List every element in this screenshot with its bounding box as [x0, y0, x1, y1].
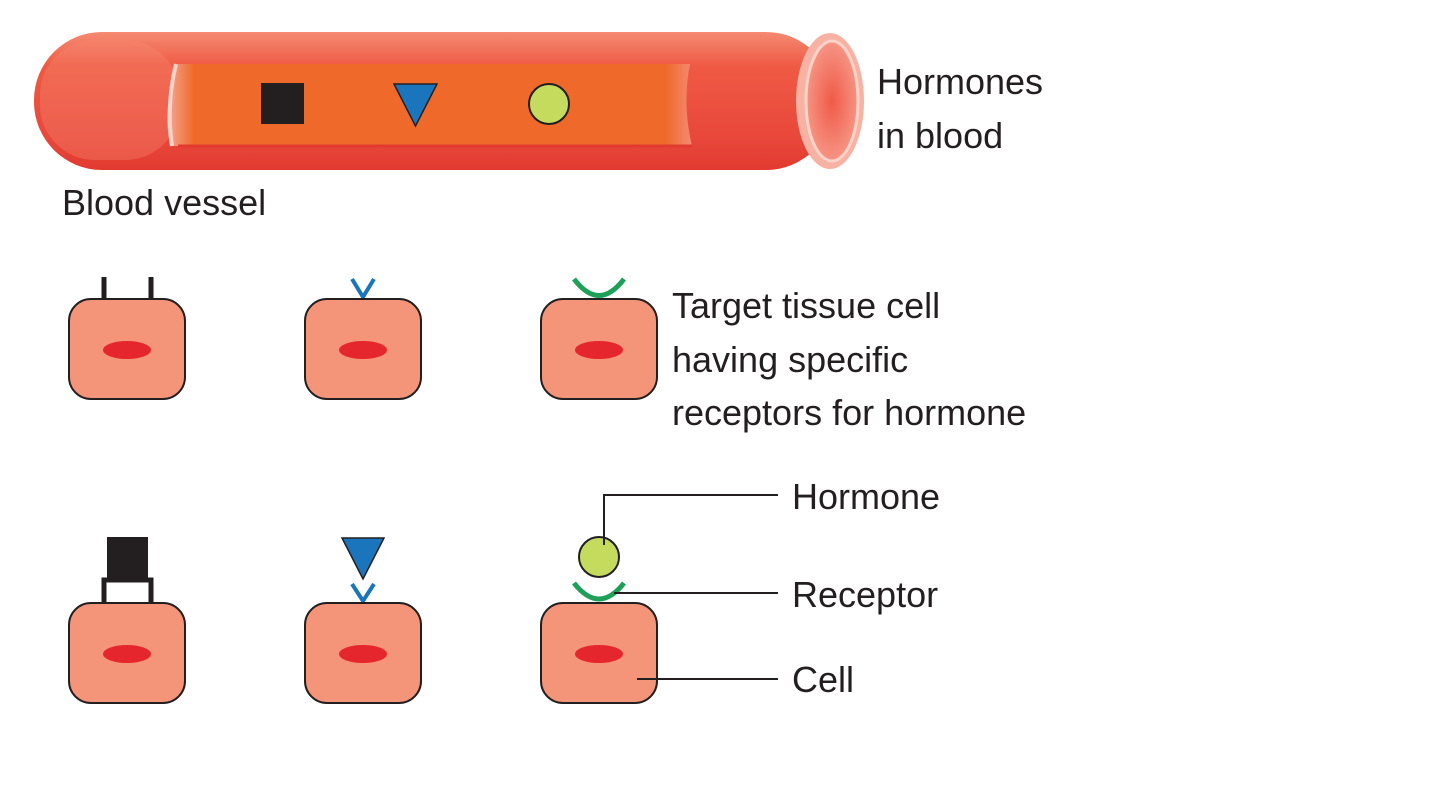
- nucleus: [103, 341, 151, 359]
- target-cell-circle-receptor: [540, 277, 658, 400]
- nucleus: [575, 341, 623, 359]
- blood-vessel-label: Blood vessel: [62, 182, 266, 223]
- nucleus: [339, 645, 387, 663]
- bound-circle-hormone: [578, 536, 620, 578]
- bound-triangle-hormone: [340, 537, 386, 581]
- triangle-receptor: [350, 277, 376, 301]
- cell-label: Cell: [792, 659, 854, 700]
- leader-lines: [603, 494, 778, 680]
- hormone-triangle: [392, 83, 439, 128]
- circle-receptor: [572, 277, 626, 298]
- target-cell-square-receptor: [68, 277, 186, 400]
- receptor-label: Receptor: [792, 574, 938, 615]
- cell-bound-triangle-hormone: [304, 537, 422, 704]
- nucleus: [339, 341, 387, 359]
- nucleus: [103, 645, 151, 663]
- circle-receptor: [572, 581, 626, 602]
- hormone-square: [261, 83, 304, 124]
- nucleus: [575, 645, 623, 663]
- target-cell-triangle-receptor: [304, 277, 422, 400]
- bound-square-hormone: [107, 537, 148, 580]
- square-receptor: [101, 277, 154, 300]
- target-cell-label: Target tissue cell having specific recep…: [672, 285, 1026, 433]
- hormone-label: Hormone: [792, 476, 940, 517]
- hormone-circle: [528, 83, 570, 125]
- cell-bound-circle-hormone: [540, 536, 658, 704]
- cell-bound-square-hormone: [68, 537, 186, 704]
- blood-vessel: [34, 32, 864, 170]
- triangle-receptor: [350, 582, 376, 605]
- square-receptor: [101, 577, 154, 604]
- hormone-leader-line: [603, 494, 778, 545]
- hormones-in-blood-label: Hormones in blood: [877, 61, 1053, 156]
